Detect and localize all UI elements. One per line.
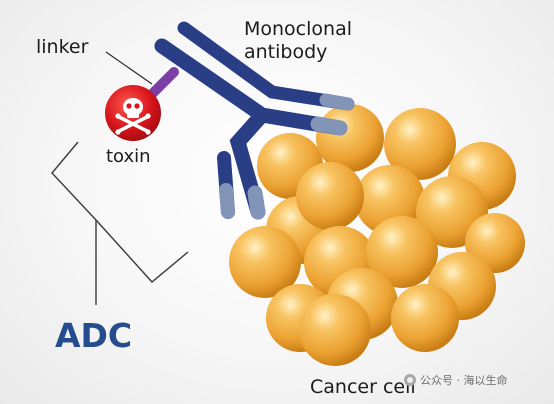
adc-structure-lines [51,141,189,305]
linker-leader-line [105,51,153,85]
linker-label: linker [36,36,89,58]
monoclonal-antibody-label: Monoclonal antibody [244,18,352,64]
skull-crossbones-icon [115,98,151,135]
cell-sphere [384,108,456,180]
cancer-cell-label: Cancer cell [310,376,416,398]
cell-sphere [229,226,301,298]
monoclonal-antibody [154,21,355,220]
cell-sphere [391,284,459,352]
monoclonal-antibody-label-line2: antibody [244,41,328,63]
cell-sphere [296,162,364,230]
cancer-cell-cluster [229,104,525,366]
watermark: 公众号 · 海以生命 [404,372,508,388]
toxin [105,85,161,141]
toxin-label: toxin [106,146,151,167]
cell-sphere [316,104,384,172]
cell-sphere [366,216,438,288]
monoclonal-antibody-label-line1: Monoclonal [244,18,352,40]
watermark-text: 公众号 · 海以生命 [420,374,508,387]
cell-sphere [299,294,371,366]
wechat-icon [404,374,416,386]
adc-label: ADC [55,316,133,355]
